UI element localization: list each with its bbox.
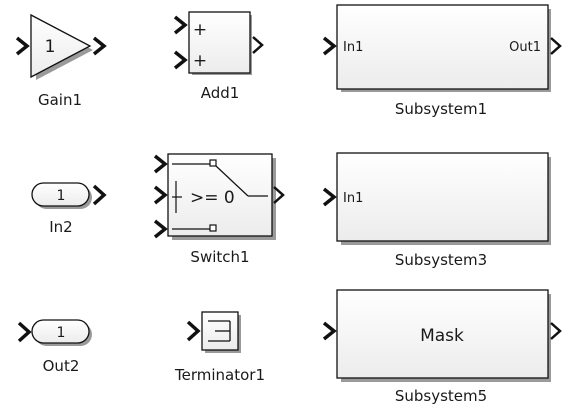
input-port-arrow[interactable] [186,320,201,342]
switch-criteria: >= 0 [190,188,235,208]
subsystem-body [336,4,549,90]
gain1-block[interactable]: 1 Gain1 [15,13,107,109]
add1-block[interactable]: + + Add1 [173,11,264,102]
output-port-arrow[interactable] [92,184,107,206]
gain-triangle [30,13,92,79]
subsystem-body [336,152,549,242]
block-caption: Subsystem5 [395,387,487,405]
subsystem5-block[interactable]: Mask Subsystem5 [322,289,562,405]
in-port-label: In1 [343,40,363,55]
add-sign-2: + [193,51,207,71]
block-caption: Switch1 [190,248,249,266]
input-port-arrow[interactable] [173,15,188,35]
subsystem-body [336,289,549,379]
input-port-arrow[interactable] [15,36,30,56]
output-port-arrow[interactable] [550,322,562,340]
input-port-arrow[interactable] [153,185,168,205]
outport-body [31,319,90,344]
block-caption: Add1 [201,84,240,102]
output-port-arrow[interactable] [273,186,285,204]
output-port-arrow[interactable] [92,36,107,56]
block-caption: Out2 [43,357,80,375]
block-caption: In2 [49,218,72,236]
switch1-block[interactable]: >= 0 Switch1 [153,153,285,266]
add-body [188,11,251,74]
input-port-arrow[interactable] [153,219,168,239]
add-sign-1: + [193,20,207,40]
input-port-arrow[interactable] [153,154,168,174]
input-port-arrow[interactable] [173,50,188,70]
block-caption: Subsystem1 [395,100,487,118]
terminator-symbol [208,320,231,342]
input-port-arrow[interactable] [322,36,337,56]
block-caption: Terminator1 [174,366,265,384]
inport-body [31,182,90,207]
outport-number: 1 [57,325,66,341]
input-port-arrow[interactable] [322,187,337,207]
block-caption: Gain1 [38,91,82,109]
gain-value: 1 [45,37,56,57]
output-port-arrow[interactable] [550,37,562,55]
out2-block[interactable]: 1 Out2 [17,319,92,375]
subsystem3-block[interactable]: In1 Subsystem3 [322,152,551,269]
terminator1-block[interactable]: Terminator1 [174,311,265,384]
subsystem1-block[interactable]: In1 Out1 Subsystem1 [322,4,562,118]
mask-label: Mask [420,326,464,346]
in2-block[interactable]: 1 In2 [31,182,107,236]
out-port-label: Out1 [509,40,541,55]
inport-number: 1 [57,188,66,204]
input-port-arrow[interactable] [17,321,32,343]
input-port-arrow[interactable] [322,321,337,341]
output-port-arrow[interactable] [252,36,264,54]
in-port-label: In1 [343,191,363,206]
switch-symbol [172,159,268,232]
switch-body [167,153,273,237]
block-caption: Subsystem3 [395,251,487,269]
